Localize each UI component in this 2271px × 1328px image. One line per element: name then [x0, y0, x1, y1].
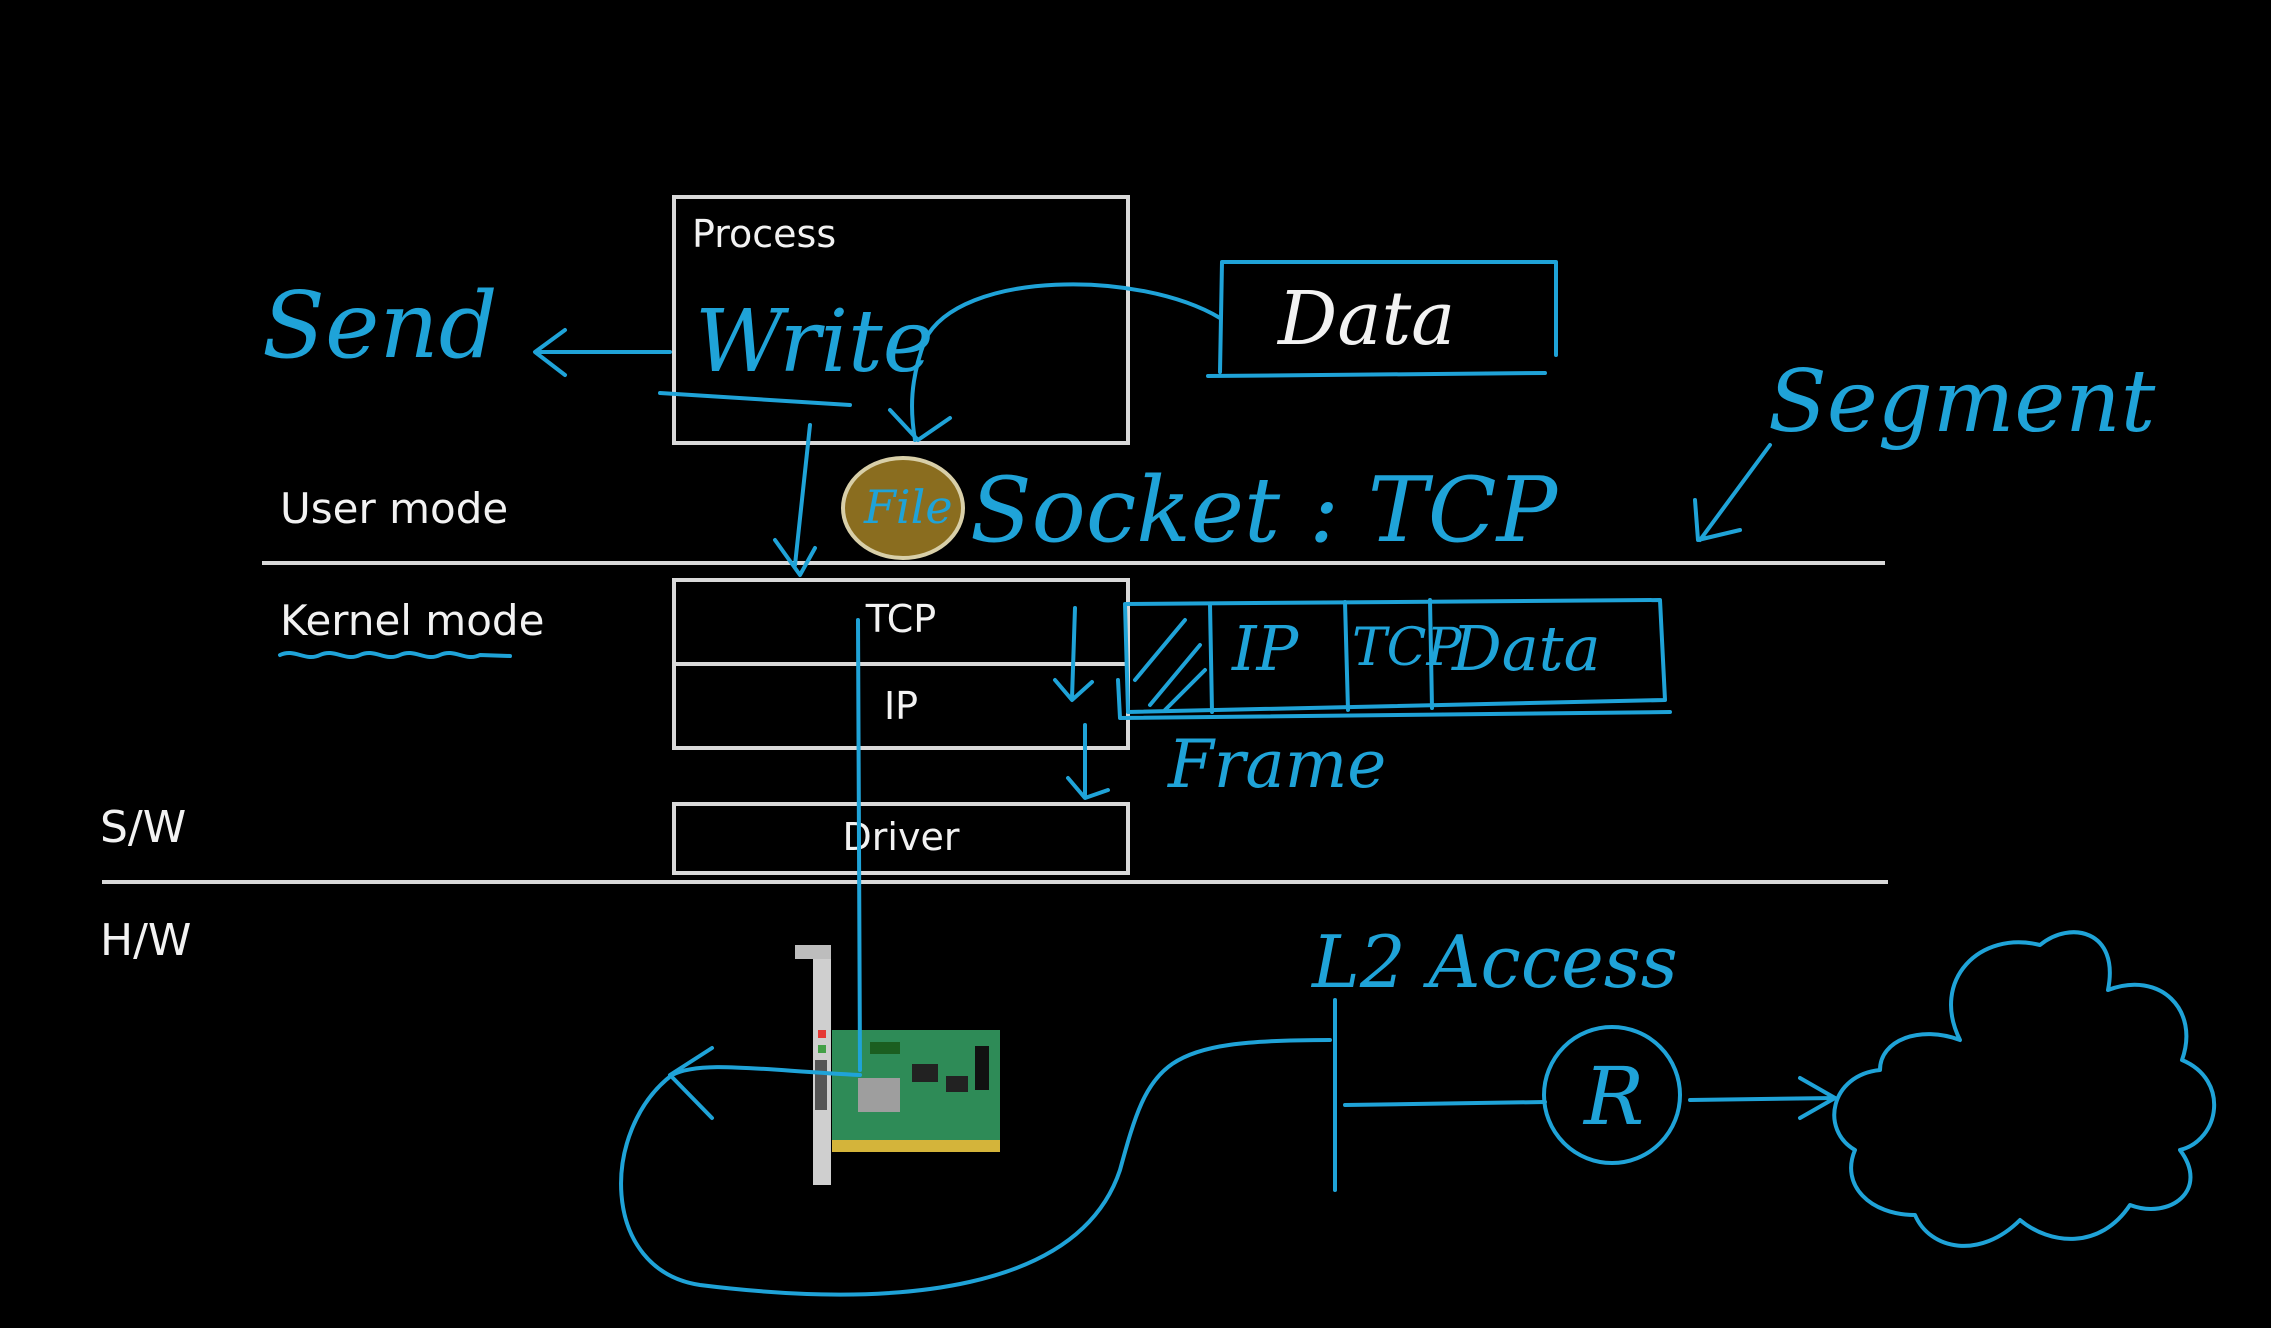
ip-to-frame-arrow — [1066, 723, 1110, 800]
packet-ip-text: IP — [1232, 612, 1299, 685]
l2-access-text: L2 Access — [1312, 920, 1678, 1004]
write-underline — [658, 391, 852, 407]
file-highlight — [841, 456, 965, 560]
tcp-to-ip-arrow — [1053, 606, 1094, 702]
frame-bracket — [1116, 678, 1672, 720]
segment-text: Segment — [1768, 352, 2156, 452]
router-to-cloud-arrow — [1688, 1076, 1837, 1120]
send-arrow — [533, 328, 672, 377]
packet-data-divider — [1428, 598, 1434, 710]
segment-arrow — [1693, 443, 1772, 542]
socket-tcp-text: Socket : TCP — [970, 458, 1558, 563]
write-text: Write — [695, 292, 934, 392]
data-to-file-arrow — [888, 282, 1222, 442]
process-label: Process — [692, 212, 837, 256]
packet-tcp-divider — [1343, 600, 1350, 712]
tcp-layer-label: TCP — [865, 597, 937, 641]
kernel-mode-label: Kernel mode — [280, 596, 545, 645]
frame-text: Frame — [1168, 726, 1387, 803]
packet-tcp-text: TCP — [1352, 618, 1462, 678]
network-cable — [619, 1038, 1332, 1297]
nic-bracket — [795, 945, 831, 1185]
process-box — [672, 195, 1130, 445]
data-text: Data — [1278, 276, 1456, 362]
packet-outline — [1123, 598, 1667, 714]
sw-label: S/W — [100, 802, 187, 853]
router-letter: R — [1584, 1050, 1645, 1143]
kernel-mode-underline — [278, 651, 512, 659]
ip-layer-label: IP — [883, 684, 919, 728]
packet-ip-divider — [1208, 602, 1214, 714]
packet-data-text: Data — [1452, 612, 1601, 685]
access-to-router-line — [1343, 1100, 1547, 1107]
file-text: File — [864, 480, 953, 534]
internet-cloud — [1832, 930, 2217, 1248]
packet-hatch — [1133, 618, 1207, 712]
driver-label: Driver — [842, 815, 960, 859]
driver-box — [672, 802, 1130, 875]
user-mode-label: User mode — [280, 484, 509, 533]
data-path-line — [856, 618, 862, 1072]
router-circle — [1542, 1025, 1682, 1165]
cable-arrowhead — [668, 1046, 714, 1120]
send-text: Send — [262, 272, 498, 379]
hw-label: H/W — [100, 915, 192, 966]
write-down-arrow — [773, 423, 817, 577]
